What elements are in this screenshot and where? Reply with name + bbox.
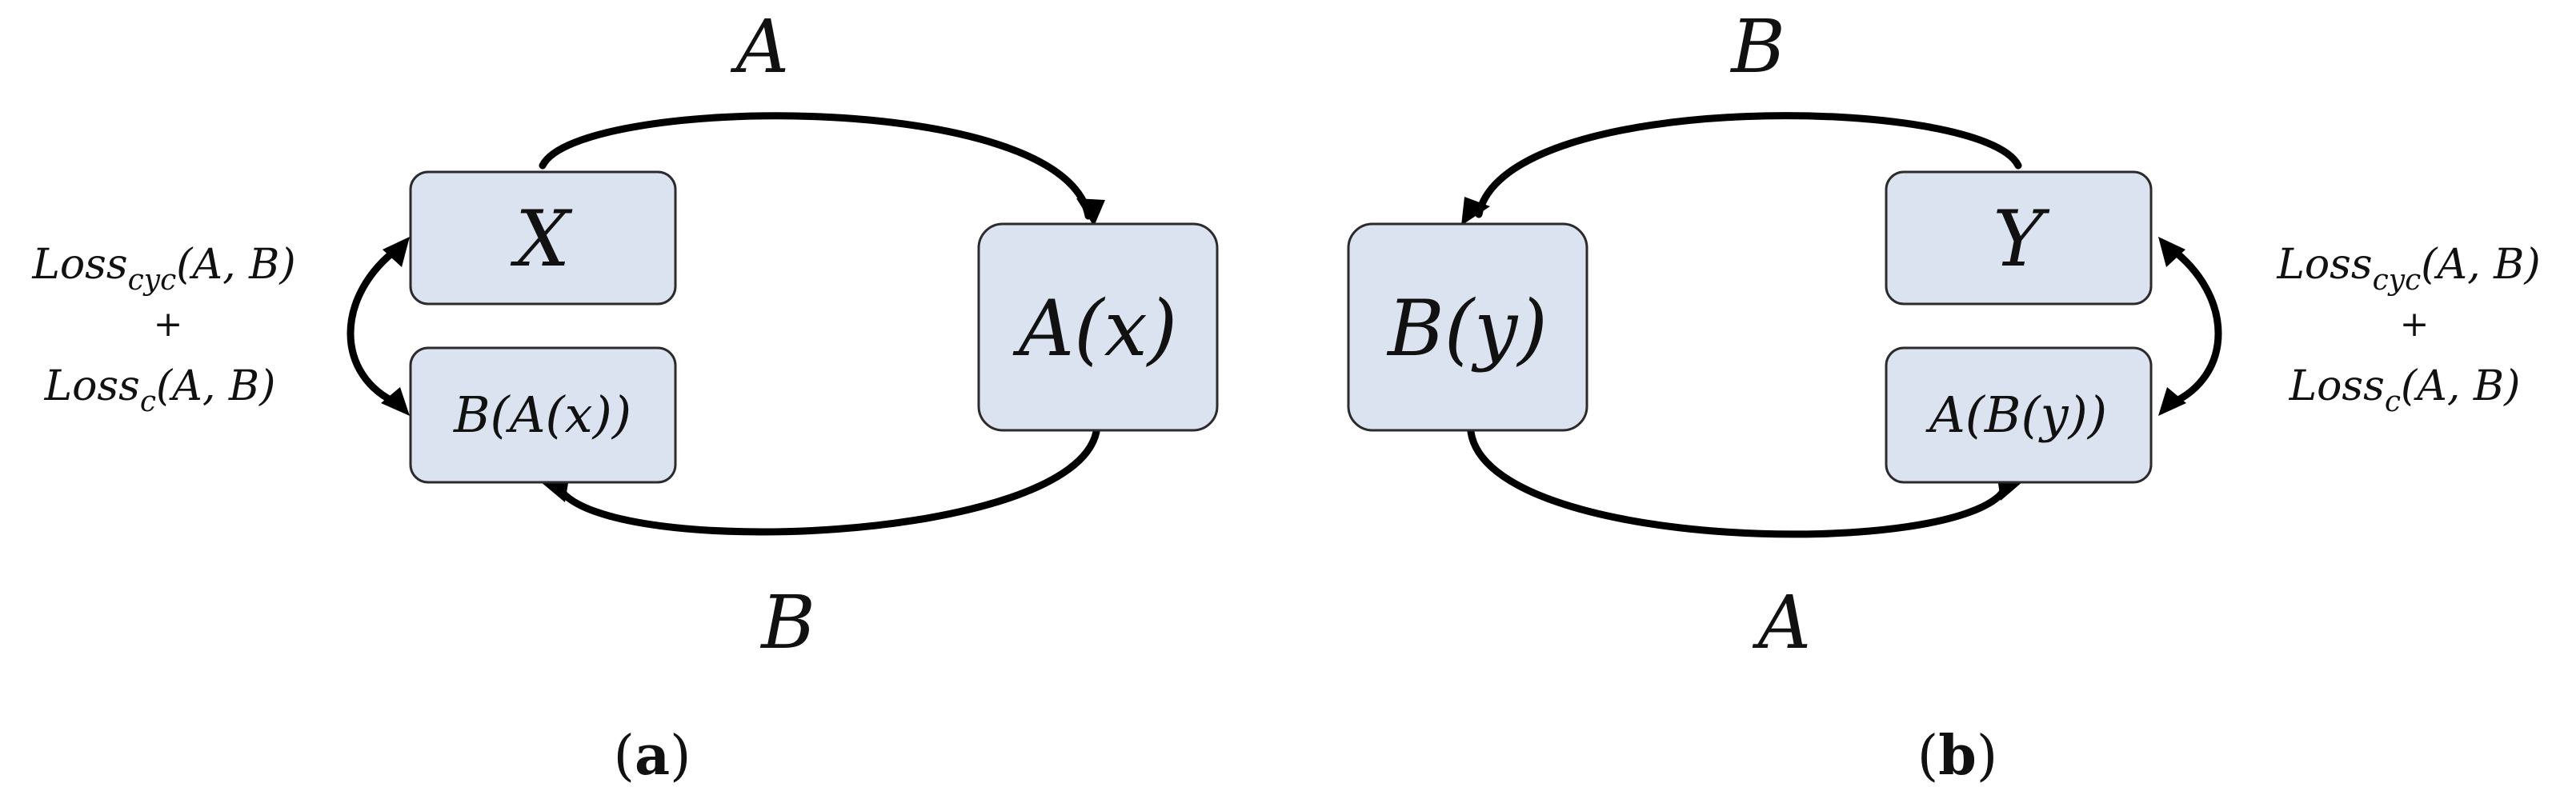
loss-a-c: Lossc(A, B) bbox=[44, 362, 276, 418]
node-a-source-label: X bbox=[510, 194, 573, 284]
loss-a-plus: + bbox=[154, 304, 183, 345]
edge-b-forward-label: B bbox=[1729, 4, 1785, 90]
edge-a-forward-label: A bbox=[730, 4, 789, 90]
edge-b-backward-label: A bbox=[1752, 580, 1811, 665]
edge-b-loss-arrowhead-bottom bbox=[2158, 387, 2186, 416]
loss-b-plus: + bbox=[2400, 304, 2430, 345]
node-a-forward-label: A(x) bbox=[1012, 284, 1177, 374]
loss-a-cyc: Losscyc(A, B) bbox=[31, 241, 295, 297]
edge-a-backward-label: B bbox=[759, 580, 815, 665]
node-a-recon-label: B(A(x)) bbox=[453, 386, 631, 444]
edge-b-forward-arc bbox=[1475, 112, 2022, 218]
node-b-recon-box bbox=[1885, 346, 2153, 484]
edge-a-loss-arrowhead-bottom bbox=[381, 387, 410, 416]
loss-b-c: Lossc(A, B) bbox=[2289, 362, 2521, 418]
node-a-forward-box bbox=[977, 222, 1219, 432]
node-a-recon-box bbox=[409, 346, 677, 484]
caption-a: (a) bbox=[613, 724, 691, 788]
edge-a-forward-arrowhead bbox=[1076, 198, 1105, 226]
node-b-forward-label: B(y) bbox=[1386, 284, 1548, 374]
panel-b: Y B(y) A(B(y)) B A Losscyc(A, B) + Lossc… bbox=[1347, 4, 2541, 788]
edge-a-forward-arc bbox=[539, 112, 1092, 220]
caption-b: (b) bbox=[1917, 724, 1998, 788]
node-b-forward-box bbox=[1347, 222, 1588, 432]
node-b-source-box bbox=[1885, 170, 2153, 306]
edge-b-backward-arc bbox=[1467, 428, 2009, 538]
edge-b-loss-arrowhead-top bbox=[2158, 237, 2185, 267]
panel-a: X A(x) B(A(x)) A B Losscyc(A, B) + Lossc… bbox=[31, 4, 1219, 788]
loss-b-cyc: Losscyc(A, B) bbox=[2276, 241, 2540, 297]
edge-a-loss-arrowhead-top bbox=[383, 237, 410, 267]
node-a-source-box bbox=[409, 170, 677, 306]
edge-a-backward-arc bbox=[556, 428, 1100, 536]
node-b-source-label: Y bbox=[1993, 194, 2050, 284]
edge-b-loss-arc bbox=[2166, 244, 2222, 408]
edge-a-loss-arc bbox=[347, 244, 403, 408]
node-b-recon-label: A(B(y)) bbox=[1925, 386, 2107, 444]
edge-b-forward-arrowhead bbox=[1461, 197, 1490, 226]
